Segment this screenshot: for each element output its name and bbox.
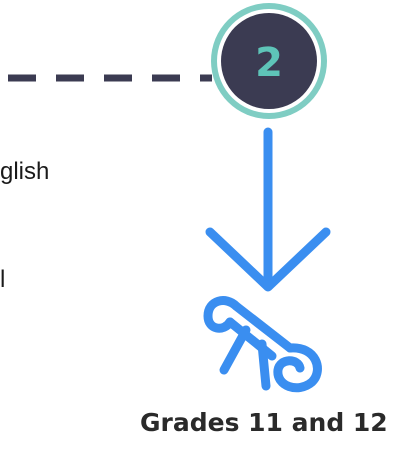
partial-text-line-2: l: [0, 266, 6, 293]
partial-text-line-1: glish: [0, 158, 50, 185]
diploma-scroll-icon: [203, 296, 322, 393]
step-badge-disc: [221, 13, 317, 109]
arrow-down-icon: [205, 127, 331, 292]
step-caption: Grades 11 and 12: [140, 408, 388, 437]
step-number: 2: [255, 40, 283, 86]
step-badge: 2: [211, 3, 327, 119]
